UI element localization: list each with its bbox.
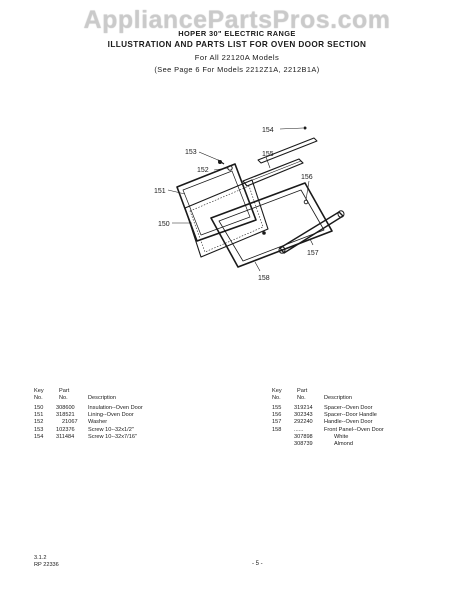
page-number: - 5 - bbox=[252, 561, 263, 567]
oven-door-insulation bbox=[184, 179, 269, 258]
key-no: 158 bbox=[272, 426, 282, 433]
table-row: 157 292240 Handle--Oven Door bbox=[272, 419, 452, 426]
key-no: 152 bbox=[34, 419, 44, 426]
col-description: Description bbox=[88, 395, 116, 401]
table-row: 154 311484 Screw 10--32x7/16" bbox=[34, 434, 234, 441]
key-no: 150 bbox=[34, 405, 44, 411]
part-description: Screw 10--32x1/2" bbox=[88, 426, 134, 433]
parts-list-right: Key No. Part No. Description 155 319214 … bbox=[272, 388, 452, 448]
callout-150: 150 bbox=[158, 221, 170, 228]
callout-152: 152 bbox=[197, 167, 209, 174]
header-range-title: HOPER 30" ELECTRIC RANGE bbox=[178, 29, 296, 38]
parts-list-left: Key No. Part No. Description 150 308600 … bbox=[34, 388, 234, 441]
col-part-no: No. bbox=[297, 395, 306, 401]
key-no: 153 bbox=[34, 426, 44, 433]
part-no: ...... bbox=[294, 426, 304, 433]
callout-156: 156 bbox=[301, 174, 313, 181]
table-row: 158 ...... Front Panel--Oven Door bbox=[272, 427, 452, 434]
table-row: 150 308600 Insulation--Oven Door bbox=[34, 405, 234, 412]
watermark: AppliancePartsPros.com bbox=[83, 6, 391, 34]
part-description: Spacer--Oven Door bbox=[324, 405, 373, 411]
key-no: 157 bbox=[272, 419, 282, 426]
part-description: Spacer--Door Handle bbox=[324, 412, 377, 419]
table-row: 153 102376 Screw 10--32x1/2" bbox=[34, 427, 234, 434]
part-description: White bbox=[334, 433, 349, 440]
oven-door-top-strip bbox=[257, 137, 318, 164]
part-description: Almond bbox=[334, 440, 353, 447]
key-no: 156 bbox=[272, 412, 282, 419]
col-key-no: No. bbox=[272, 395, 281, 401]
part-no: 307898 bbox=[294, 433, 313, 440]
oven-door-spacer-bar bbox=[242, 158, 304, 187]
callout-157: 157 bbox=[307, 250, 319, 257]
part-no: 102376 bbox=[56, 426, 75, 433]
callout-153: 153 bbox=[185, 149, 197, 156]
part-description: Washer bbox=[88, 419, 108, 426]
callout-leaders bbox=[167, 127, 314, 272]
col-part-label: Part bbox=[297, 388, 308, 394]
key-no: 151 bbox=[34, 412, 44, 419]
table-row: 308739 Almond bbox=[272, 441, 452, 448]
header-models: For All 22120A Models bbox=[194, 53, 280, 62]
table-row: 156 302343 Spacer--Door Handle bbox=[272, 412, 452, 419]
part-description: Lining--Oven Door bbox=[88, 412, 134, 419]
part-no: 302343 bbox=[294, 412, 313, 419]
callout-154: 154 bbox=[262, 127, 274, 134]
part-no: 308600 bbox=[56, 405, 75, 411]
key-no: 154 bbox=[34, 433, 44, 440]
col-part-no: No. bbox=[59, 395, 68, 401]
parts-list-left-header: Key No. Part No. Description bbox=[34, 388, 234, 405]
oven-door-handle bbox=[278, 210, 345, 254]
header-see-page: (See Page 6 For Models 2212Z1A, 2212B1A) bbox=[154, 65, 320, 74]
callout-151: 151 bbox=[154, 188, 166, 195]
footer-code-1: 3.1.2 bbox=[34, 555, 47, 561]
part-no: 318521 bbox=[56, 412, 75, 419]
col-key-no: No. bbox=[34, 395, 43, 401]
oven-door-front-panel bbox=[210, 182, 333, 268]
table-row: 152 21067 Washer bbox=[34, 419, 234, 426]
part-no: 311484 bbox=[56, 433, 75, 440]
part-no: 292240 bbox=[294, 419, 313, 426]
key-no: 155 bbox=[272, 405, 282, 411]
table-row: 155 319214 Spacer--Oven Door bbox=[272, 405, 452, 412]
callout-158: 158 bbox=[258, 275, 270, 282]
callout-155: 155 bbox=[262, 151, 274, 158]
part-description: Front Panel--Oven Door bbox=[324, 426, 384, 433]
col-key-label: Key bbox=[272, 388, 282, 394]
col-key-label: Key bbox=[34, 388, 44, 394]
part-description: Handle--Oven Door bbox=[324, 419, 373, 426]
parts-list-right-header: Key No. Part No. Description bbox=[272, 388, 452, 405]
part-description: Screw 10--32x7/16" bbox=[88, 433, 137, 440]
table-row: 307898 White bbox=[272, 434, 452, 441]
col-part-label: Part bbox=[59, 388, 70, 394]
part-no: 308739 bbox=[294, 440, 313, 447]
col-description: Description bbox=[324, 395, 352, 401]
part-description: Insulation--Oven Door bbox=[88, 405, 143, 411]
table-row: 151 318521 Lining--Oven Door bbox=[34, 412, 234, 419]
part-no: 21067 bbox=[62, 419, 78, 426]
header-section-title: ILLUSTRATION AND PARTS LIST FOR OVEN DOO… bbox=[107, 40, 367, 49]
part-no: 319214 bbox=[294, 405, 313, 411]
footer-codes: 3.1.2 RP 22336 bbox=[34, 555, 59, 569]
footer-code-2: RP 22336 bbox=[34, 562, 59, 568]
